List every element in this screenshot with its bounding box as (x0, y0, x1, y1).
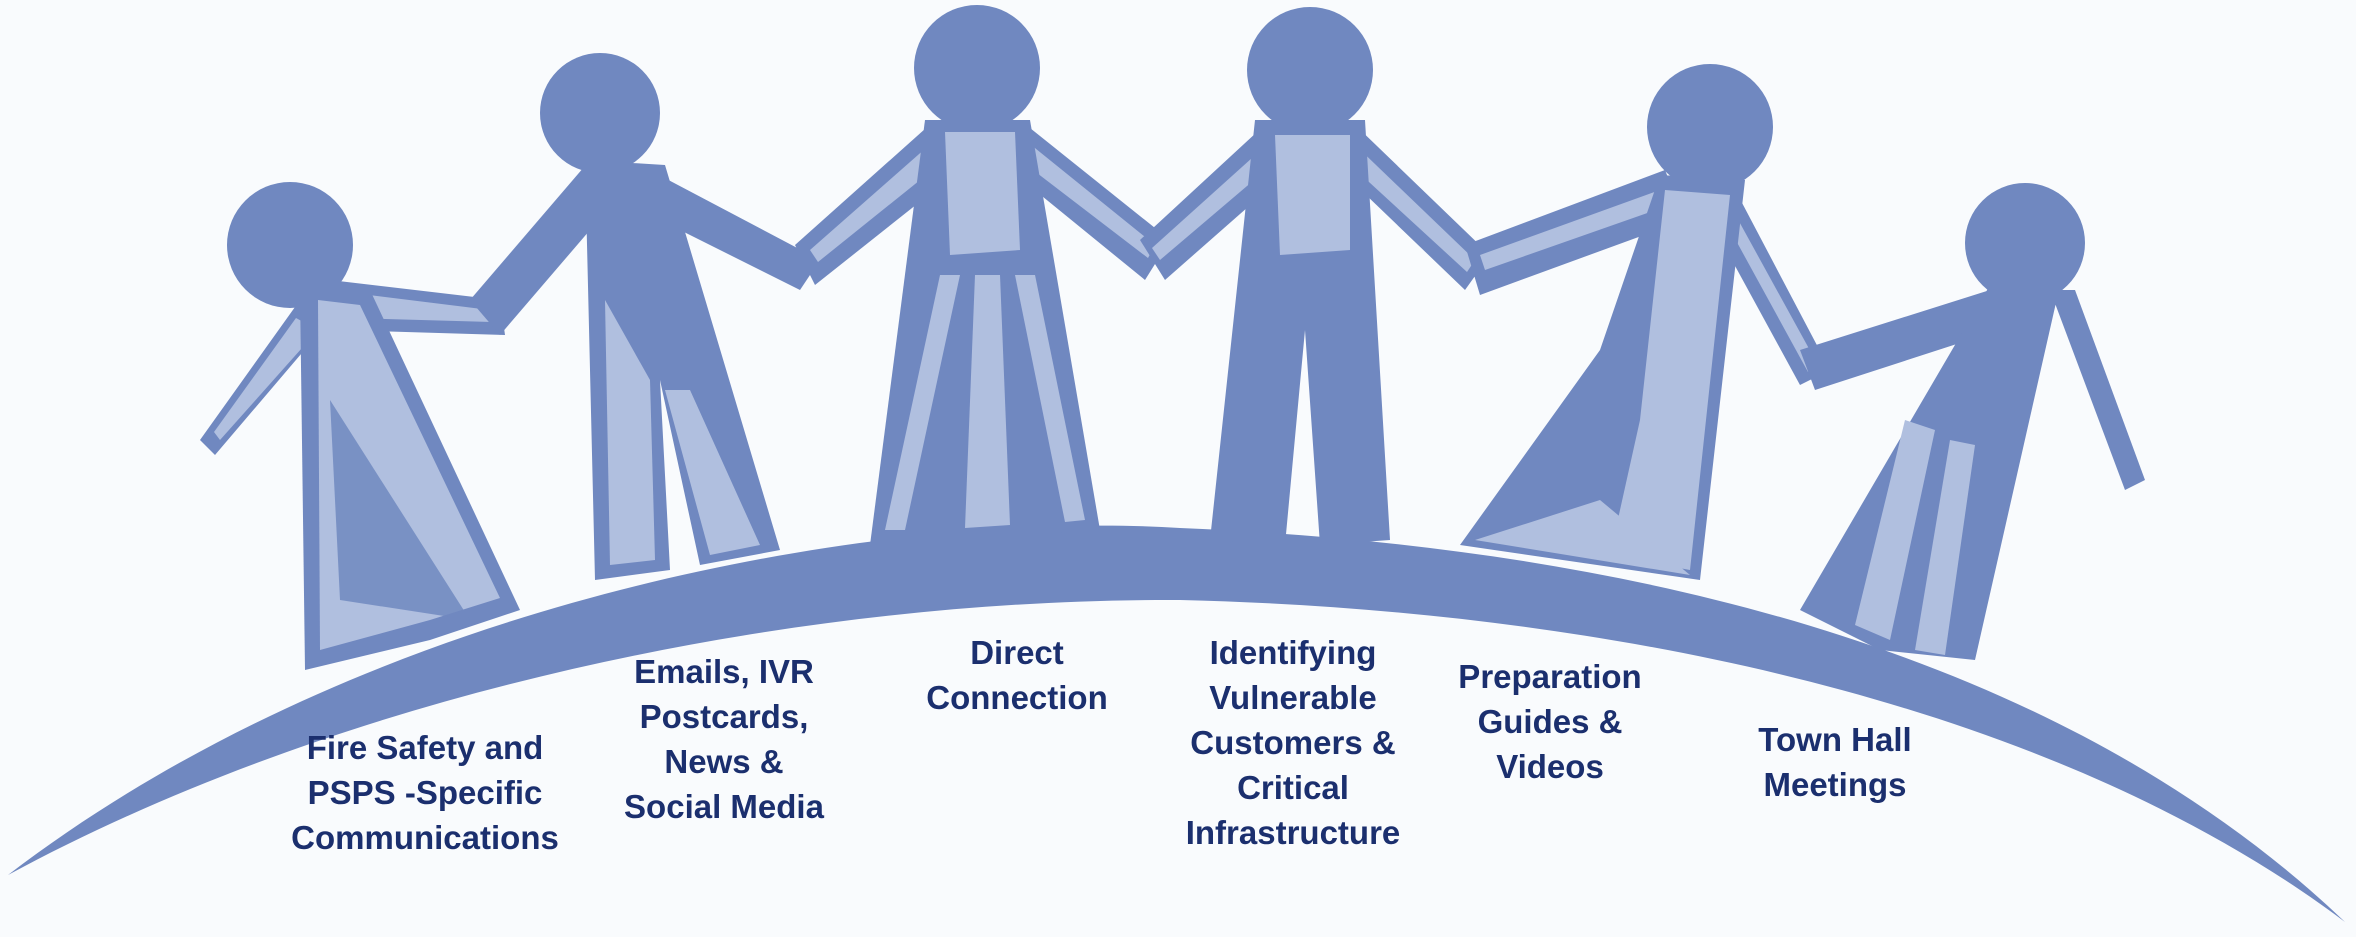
globe-arc (8, 525, 2345, 922)
label-fire-safety-communications: Fire Safety and PSPS -Specific Communica… (291, 725, 559, 860)
label-line: Social Media (624, 788, 824, 825)
label-direct-connection: Direct Connection (926, 630, 1107, 720)
label-line: Town Hall (1758, 721, 1912, 758)
label-line: Connection (926, 679, 1108, 716)
label-emails-ivr-social-media: Emails, IVR Postcards, News & Social Med… (624, 649, 824, 829)
label-preparation-guides-videos: Preparation Guides & Videos (1458, 654, 1641, 789)
label-line: Guides & (1477, 703, 1623, 740)
label-line: Preparation (1458, 658, 1642, 695)
label-line: Customers & (1190, 724, 1396, 761)
label-line: PSPS -Specific (307, 774, 543, 811)
label-vulnerable-customers-infrastructure: Identifying Vulnerable Customers & Criti… (1186, 630, 1401, 855)
label-line: Postcards, (639, 698, 809, 735)
person-4-figure (1140, 7, 1490, 545)
label-line: Meetings (1763, 766, 1907, 803)
label-line: Critical (1237, 769, 1349, 806)
label-line: Emails, IVR (634, 653, 814, 690)
label-line: News & (664, 743, 784, 780)
label-line: Infrastructure (1185, 814, 1401, 851)
person-1-figure (200, 182, 520, 670)
label-town-hall-meetings: Town Hall Meetings (1758, 717, 1911, 807)
label-line: Vulnerable (1209, 679, 1377, 716)
person-6-figure (1800, 183, 2145, 660)
label-line: Communications (291, 819, 559, 856)
label-line: Direct (970, 634, 1064, 671)
label-line: Identifying (1209, 634, 1377, 671)
label-line: Fire Safety and (306, 729, 544, 766)
person-5-figure (1460, 64, 1830, 580)
label-line: Videos (1496, 748, 1604, 785)
person-2-figure (470, 53, 820, 580)
person-3-figure (795, 5, 1170, 545)
